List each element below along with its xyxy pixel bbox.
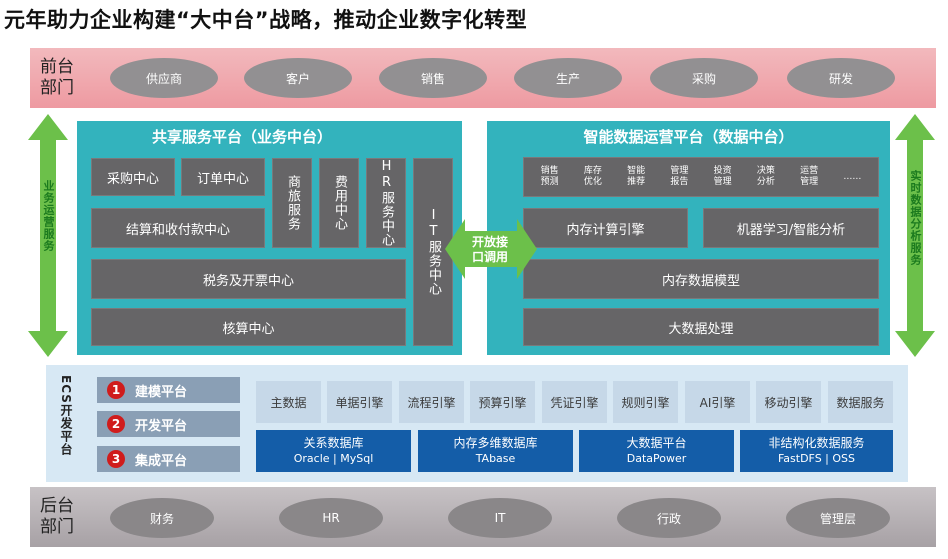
engine-workflow: 流程引擎 — [399, 381, 464, 423]
front-item-production: 生产 — [514, 58, 622, 98]
business-ops-label: 业务运营服务 — [42, 180, 55, 252]
back-office-label: 后台部门 — [40, 496, 74, 537]
page-title: 元年助力企业构建“大中台”战略，推动企业数字化转型 — [4, 8, 528, 32]
app-sales-forecast: 销售预测 — [540, 166, 559, 187]
in-memory-compute-engine: 内存计算引擎 — [523, 208, 688, 248]
app-investment-management: 投资管理 — [713, 166, 732, 187]
business-ops-arrow — [28, 114, 68, 357]
front-item-rnd: 研发 — [787, 58, 895, 98]
ecs-item-modeling: 1 建模平台 — [97, 377, 240, 403]
order-center: 订单中心 — [181, 158, 265, 196]
settlement-center: 结算和收付款中心 — [91, 208, 265, 248]
db-unstructured: 非结构化数据服务 FastDFS | OSS — [740, 430, 893, 472]
open-api-label: 开放接口调用 — [471, 235, 508, 264]
engine-ai: AI引擎 — [685, 381, 750, 423]
travel-service: 商旅服务 — [272, 158, 312, 248]
back-item-hr: HR — [279, 498, 383, 538]
business-platform-title: 共享服务平台（业务中台） — [151, 128, 332, 146]
db-sub: DataPower — [626, 452, 687, 465]
engine-voucher: 凭证引擎 — [542, 381, 607, 423]
engine-budget: 预算引擎 — [470, 381, 535, 423]
db-name: 内存多维数据库 — [453, 436, 538, 450]
data-platform-title: 智能数据运营平台（数据中台） — [583, 128, 794, 146]
db-name: 关系数据库 — [303, 436, 364, 450]
front-item-supplier: 供应商 — [110, 58, 218, 98]
app-decision-analysis: 决策分析 — [756, 166, 775, 187]
big-data-processing: 大数据处理 — [523, 308, 879, 346]
back-item-it: IT — [448, 498, 552, 538]
tax-invoice-center: 税务及开票中心 — [91, 259, 406, 299]
engine-document: 单据引擎 — [327, 381, 392, 423]
ecs-item-label: 建模平台 — [135, 384, 188, 400]
accounting-center: 核算中心 — [91, 308, 406, 346]
back-item-finance: 财务 — [110, 498, 214, 538]
hr-service-center: HR服务中心 — [366, 158, 406, 248]
engine-rules: 规则引擎 — [613, 381, 678, 423]
db-in-memory-olap: 内存多维数据库 TAbase — [418, 430, 573, 472]
in-memory-data-model: 内存数据模型 — [523, 259, 879, 299]
realtime-analytics-arrow — [895, 114, 935, 357]
db-name: 非结构化数据服务 — [768, 436, 865, 450]
db-sub: FastDFS | OSS — [777, 452, 855, 465]
back-item-admin: 行政 — [617, 498, 721, 538]
procurement-center: 采购中心 — [91, 158, 175, 196]
realtime-analytics-label: 实时数据分析服务 — [909, 170, 922, 266]
app-smart-recommendation: 智能推荐 — [627, 166, 646, 187]
number-badge: 2 — [107, 415, 125, 433]
open-api-connector — [445, 219, 537, 279]
ecs-label: ECS开发平台 — [59, 375, 73, 456]
db-name: 大数据平台 — [626, 436, 687, 450]
app-management-report: 管理报告 — [670, 166, 689, 187]
ecs-item-label: 集成平台 — [135, 453, 188, 469]
db-big-data: 大数据平台 DataPower — [579, 430, 734, 472]
front-item-customer: 客户 — [244, 58, 352, 98]
analytics-apps-row: 销售预测 库存优化 智能推荐 管理报告 投资管理 决策分析 运营管理 …… — [523, 157, 879, 197]
app-operations-management: 运营管理 — [800, 166, 819, 187]
number-badge: 3 — [107, 450, 125, 468]
db-sub: Oracle | MySql — [293, 452, 374, 465]
front-item-purchasing: 采购 — [650, 58, 758, 98]
engine-master-data: 主数据 — [256, 381, 321, 423]
number-badge: 1 — [107, 381, 125, 399]
engine-data-service: 数据服务 — [828, 381, 893, 423]
app-inventory-optimization: 库存优化 — [583, 166, 602, 187]
front-item-sales: 销售 — [379, 58, 487, 98]
db-sub: TAbase — [475, 452, 516, 465]
ecs-item-label: 开发平台 — [135, 418, 188, 434]
ml-analytics: 机器学习/智能分析 — [703, 208, 879, 248]
ecs-item-integration: 3 集成平台 — [97, 446, 240, 472]
front-office-label: 前台部门 — [40, 57, 74, 98]
db-relational: 关系数据库 Oracle | MySql — [256, 430, 411, 472]
expense-center: 费用中心 — [319, 158, 359, 248]
ecs-item-development: 2 开发平台 — [97, 411, 240, 437]
back-item-management: 管理层 — [786, 498, 890, 538]
app-more: …… — [843, 171, 862, 182]
engine-mobile: 移动引擎 — [756, 381, 821, 423]
